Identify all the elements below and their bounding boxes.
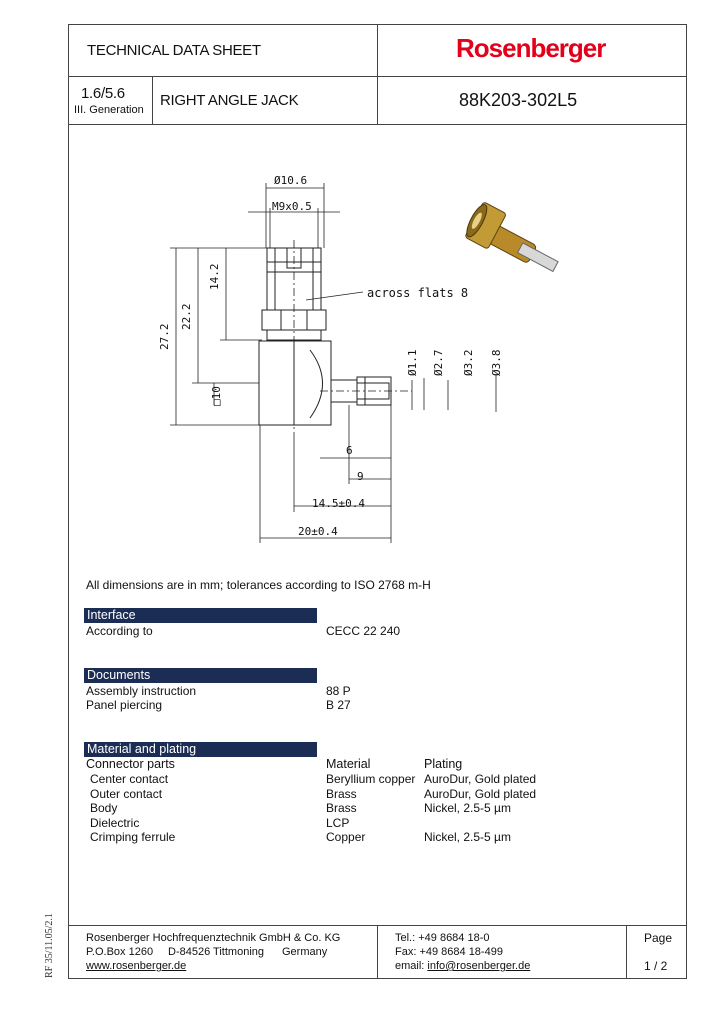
documents-value: B 27 xyxy=(326,698,351,712)
dim-d3-2: Ø3.2 xyxy=(462,349,475,377)
col-material: Material xyxy=(326,757,371,771)
dim-20: 20±0.4 xyxy=(298,525,338,538)
divider xyxy=(152,76,153,124)
footer-email-label: email: xyxy=(395,960,428,972)
part-material: LCP xyxy=(326,816,350,830)
footer-country: Germany xyxy=(282,946,328,958)
page-number: 1 / 2 xyxy=(644,959,668,973)
dim-14-5: 14.5±0.4 xyxy=(312,497,365,510)
part-name: Center contact xyxy=(90,772,169,786)
dim-diameter-top: Ø10.6 xyxy=(274,174,308,187)
footer-fax: Fax: +49 8684 18-499 xyxy=(395,946,503,958)
part-material: Brass xyxy=(326,787,357,801)
dim-d2-7: Ø2.7 xyxy=(432,349,445,377)
part-name: Dielectric xyxy=(90,816,140,830)
part-plating: AuroDur, Gold plated xyxy=(424,787,537,801)
divider xyxy=(377,24,378,124)
part-material: Brass xyxy=(326,801,357,815)
brand-logo: Rosenberger xyxy=(456,33,606,63)
footer-website-link[interactable]: www.rosenberger.de xyxy=(86,960,187,972)
footer-tel: Tel.: +49 8684 18-0 xyxy=(395,932,490,944)
col-parts: Connector parts xyxy=(86,757,175,771)
page-label: Page xyxy=(644,931,673,945)
generation-label: III. Generation xyxy=(74,104,144,116)
dim-thread: M9x0.5 xyxy=(272,200,312,213)
dim-d3-8: Ø3.8 xyxy=(490,349,503,377)
material-heading: Material and plating xyxy=(84,742,317,757)
series-label: 1.6/5.6 xyxy=(81,85,125,102)
part-name: Body xyxy=(90,801,118,815)
dim-6: 6 xyxy=(346,444,353,457)
product-name: RIGHT ANGLE JACK xyxy=(160,92,299,109)
interface-heading: Interface xyxy=(84,608,317,623)
dim-9: 9 xyxy=(357,470,364,483)
dim-square: □10 xyxy=(210,386,223,406)
part-material: Copper xyxy=(326,830,366,844)
part-name: Crimping ferrule xyxy=(90,830,176,844)
side-document-code: RF 35/11.05/2.1 xyxy=(44,913,55,978)
col-plating: Plating xyxy=(424,757,463,771)
dimension-note: All dimensions are in mm; tolerances acc… xyxy=(86,578,431,592)
dim-14-2: 14.2 xyxy=(208,263,221,291)
part-plating: Nickel, 2.5-5 µm xyxy=(424,830,511,844)
dim-d1-1: Ø1.1 xyxy=(406,349,419,377)
dim-22-2: 22.2 xyxy=(180,303,193,331)
dim-across-flats: across flats 8 xyxy=(367,286,469,300)
doc-title: TECHNICAL DATA SHEET xyxy=(87,42,261,59)
documents-value: 88 P xyxy=(326,684,351,698)
part-plating: AuroDur, Gold plated xyxy=(424,772,537,786)
footer-city: D-84526 Tittmoning xyxy=(168,946,264,958)
divider xyxy=(377,925,378,979)
part-material: Beryllium copper xyxy=(326,772,416,786)
footer-pobox: P.O.Box 1260 xyxy=(86,946,154,958)
connector-image xyxy=(465,202,559,273)
interface-value: CECC 22 240 xyxy=(326,624,401,638)
part-number: 88K203-302L5 xyxy=(459,90,578,110)
interface-label: According to xyxy=(86,624,153,638)
divider xyxy=(68,124,687,125)
footer-email-link[interactable]: info@rosenberger.de xyxy=(427,960,531,972)
part-name: Outer contact xyxy=(90,787,163,801)
footer-email-row: email: info@rosenberger.de xyxy=(395,960,530,972)
divider xyxy=(626,925,627,979)
footer-company: Rosenberger Hochfrequenztechnik GmbH & C… xyxy=(86,932,341,944)
documents-heading: Documents xyxy=(84,668,317,683)
part-plating: Nickel, 2.5-5 µm xyxy=(424,801,511,815)
technical-drawing xyxy=(170,183,559,543)
documents-label: Panel piercing xyxy=(86,698,163,712)
documents-label: Assembly instruction xyxy=(86,684,197,698)
dim-27-2: 27.2 xyxy=(158,323,171,351)
